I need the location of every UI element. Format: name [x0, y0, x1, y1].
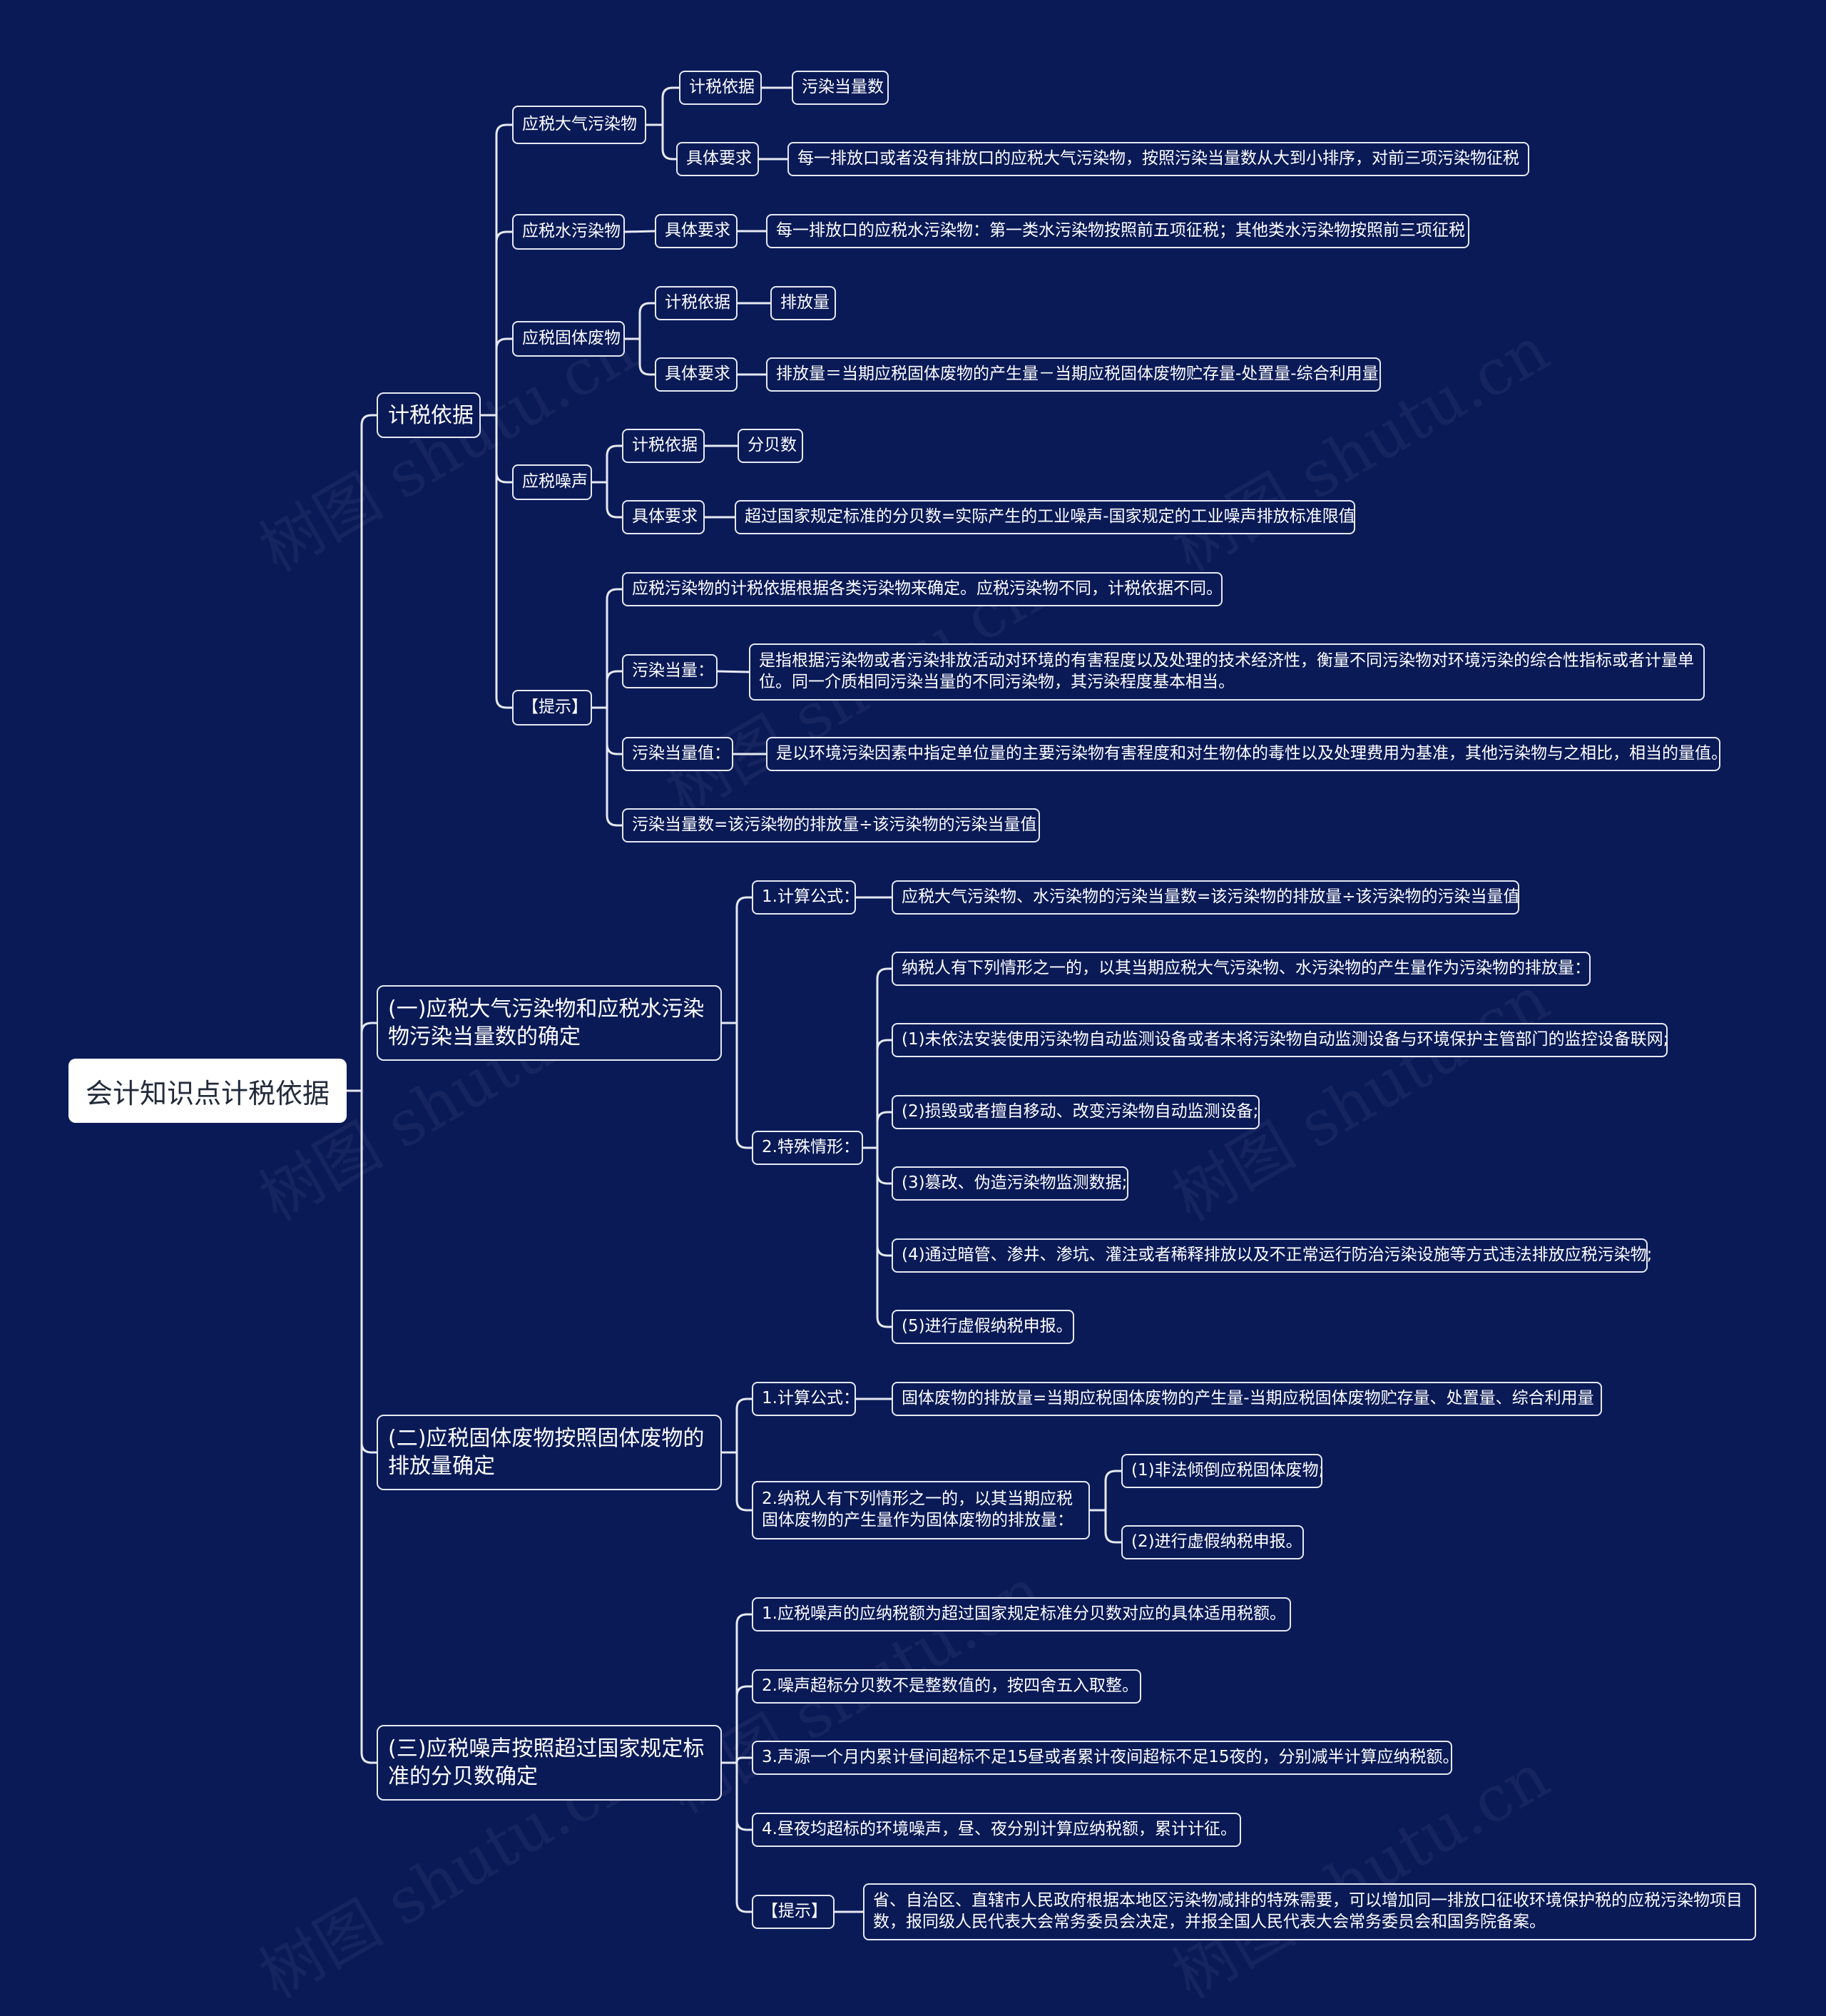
node-pollution-equivalent-value[interactable]: 污染当量值： [622, 737, 733, 771]
connector-line [661, 125, 676, 161]
node-solid-requirement-value[interactable]: 排放量＝当期应税固体废物的产生量－当期应税固体废物贮存量-处置量-综合利用量 [766, 357, 1381, 392]
connector-line [735, 1023, 752, 1149]
connector-line [876, 1148, 892, 1328]
connector-line [1104, 1470, 1121, 1510]
node-air-basis-value[interactable]: 污染当量数 [792, 71, 889, 105]
node-special-5[interactable]: (5)进行虚假纳税申报。 [892, 1310, 1074, 1344]
connector-line [876, 1039, 892, 1148]
branch-jishui-yiju[interactable]: 计税依据 [377, 392, 481, 438]
node-calc-formula-2[interactable]: 1.计算公式： [752, 1382, 860, 1416]
node-air-requirement-value[interactable]: 每一排放口或者没有排放口的应税大气污染物，按照污染当量数从大到小排序，对前三项污… [787, 142, 1529, 176]
connector-line [606, 708, 622, 827]
connector-line [735, 1398, 752, 1452]
connector-line [360, 414, 377, 1091]
connector-line [735, 1763, 752, 1913]
node-solid-basis-value[interactable]: 排放量 [770, 286, 836, 320]
node-special-3[interactable]: (3)篡改、伪造污染物监测数据; [892, 1166, 1128, 1201]
connector-line [638, 339, 655, 376]
node-special-cases[interactable]: 2.特殊情形： [752, 1131, 863, 1165]
node-special-2[interactable]: (2)损毁或者擅自移动、改变污染物自动监测设备; [892, 1095, 1260, 1129]
connector-line [735, 1756, 752, 1763]
connector-line [735, 1613, 752, 1763]
node-solid-basis[interactable]: 计税依据 [655, 286, 738, 320]
connector-line [606, 588, 622, 708]
connector-line [876, 967, 892, 1148]
connector-line [360, 1091, 377, 1764]
node-pollution-equivalent-value-def[interactable]: 是以环境污染因素中指定单位量的主要污染物有害程度和对生物体的毒性以及处理费用为基… [766, 737, 1728, 771]
node-air-pollutant[interactable]: 应税大气污染物 [512, 106, 646, 144]
connector-line [606, 708, 622, 755]
connector-line [606, 444, 622, 482]
node-noise-basis-value[interactable]: 分贝数 [738, 429, 803, 463]
node-solid-waste[interactable]: 应税固体废物 [512, 321, 625, 357]
node-noise-requirement-value[interactable]: 超过国家规定标准的分贝数=实际产生的工业噪声-国家规定的工业噪声排放标准限值 [735, 500, 1355, 534]
connector-line [638, 302, 655, 339]
node-pollution-equivalent-count[interactable]: 污染当量数=该污染物的排放量÷该污染物的污染当量值 [622, 808, 1040, 842]
branch-solid-waste[interactable]: (二)应税固体废物按照固体废物的排放量确定 [377, 1415, 722, 1490]
node-pollution-equivalent[interactable]: 污染当量： [622, 654, 718, 688]
connector-line [606, 482, 622, 519]
node-tip-2[interactable]: 【提示】 [752, 1895, 835, 1929]
connector-line [1104, 1510, 1121, 1544]
node-noise-basis[interactable]: 计税依据 [622, 429, 705, 463]
node-tip-1-text[interactable]: 应税污染物的计税依据根据各类污染物来确定。应税污染物不同，计税依据不同。 [622, 572, 1223, 606]
node-noise-rule-1[interactable]: 1.应税噪声的应纳税额为超过国家规定标准分贝数对应的具体适用税额。 [752, 1597, 1291, 1631]
node-noise[interactable]: 应税噪声 [512, 464, 592, 500]
branch-noise[interactable]: (三)应税噪声按照超过国家规定标准的分贝数确定 [377, 1725, 722, 1801]
node-solid-case-1[interactable]: (1)非法倾倒应税固体废物; [1121, 1454, 1324, 1488]
connector-line [495, 415, 512, 484]
branch-air-water[interactable]: (一)应税大气污染物和应税水污染物污染当量数的确定 [377, 985, 722, 1061]
connector-line [661, 86, 679, 125]
connector-line [360, 1091, 377, 1454]
node-special-intro[interactable]: 纳税人有下列情形之一的，以其当期应税大气污染物、水污染物的产生量作为污染物的排放… [892, 952, 1591, 986]
node-air-basis[interactable]: 计税依据 [679, 71, 762, 105]
connector-line [876, 1148, 892, 1257]
connector-line [495, 230, 512, 415]
connector-line [360, 1022, 377, 1091]
node-calc-formula-1-text[interactable]: 应税大气污染物、水污染物的污染当量数=该污染物的排放量÷该污染物的污染当量值 [892, 880, 1520, 915]
node-water-pollutant[interactable]: 应税水污染物 [512, 214, 625, 250]
connector-line [735, 1685, 752, 1763]
node-noise-requirement[interactable]: 具体要求 [622, 500, 705, 534]
connector-line [495, 337, 512, 415]
node-noise-rule-4[interactable]: 4.昼夜均超标的环境噪声，昼、夜分别计算应纳税额，累计计征。 [752, 1813, 1241, 1847]
connector-line [876, 1111, 892, 1148]
node-solid-requirement[interactable]: 具体要求 [655, 357, 738, 392]
node-calc-formula-1[interactable]: 1.计算公式： [752, 880, 860, 915]
node-solid-cases[interactable]: 2.纳税人有下列情形之一的，以其当期应税固体废物的产生量作为固体废物的排放量： [752, 1481, 1090, 1539]
node-tip-1[interactable]: 【提示】 [512, 690, 592, 726]
node-tip-2-text[interactable]: 省、自治区、直辖市人民政府根据本地区污染物减排的特殊需要，可以增加同一排放口征收… [863, 1883, 1756, 1940]
node-air-requirement[interactable]: 具体要求 [676, 142, 759, 176]
node-noise-rule-3[interactable]: 3.声源一个月内累计昼间超标不足15昼或者累计夜间超标不足15夜的，分别减半计算… [752, 1741, 1459, 1775]
node-calc-formula-2-text[interactable]: 固体废物的排放量=当期应税固体废物的产生量-当期应税固体废物贮存量、处置量、综合… [892, 1382, 1602, 1416]
node-pollution-equivalent-def[interactable]: 是指根据污染物或者污染排放活动对环境的有害程度以及处理的技术经济性，衡量不同污染… [749, 643, 1705, 701]
connector-line [735, 1763, 752, 1831]
connector-line [735, 896, 752, 1023]
connector-line [735, 1452, 752, 1512]
connector-line [876, 1148, 892, 1185]
node-water-requirement-value[interactable]: 每一排放口的应税水污染物：第一类水污染物按照前五项征税；其他类水污染物按照前三项… [766, 214, 1469, 248]
connector-line [495, 123, 512, 415]
node-special-1[interactable]: (1)未依法安装使用污染物自动监测设备或者未将污染物自动监测设备与环境保护主管部… [892, 1023, 1668, 1057]
connector-line [624, 230, 656, 233]
root-node[interactable]: 会计知识点计税依据 [68, 1059, 347, 1123]
connector-line [717, 670, 750, 673]
connector-line [495, 415, 512, 709]
node-noise-rule-2[interactable]: 2.噪声超标分贝数不是整数值的，按四舍五入取整。 [752, 1669, 1141, 1704]
connector-line [606, 670, 622, 708]
node-special-4[interactable]: (4)通过暗管、渗井、渗坑、灌注或者稀释排放以及不正常运行防治污染设施等方式违法… [892, 1238, 1652, 1273]
node-solid-case-2[interactable]: (2)进行虚假纳税申报。 [1121, 1525, 1304, 1559]
node-water-requirement[interactable]: 具体要求 [655, 214, 738, 248]
